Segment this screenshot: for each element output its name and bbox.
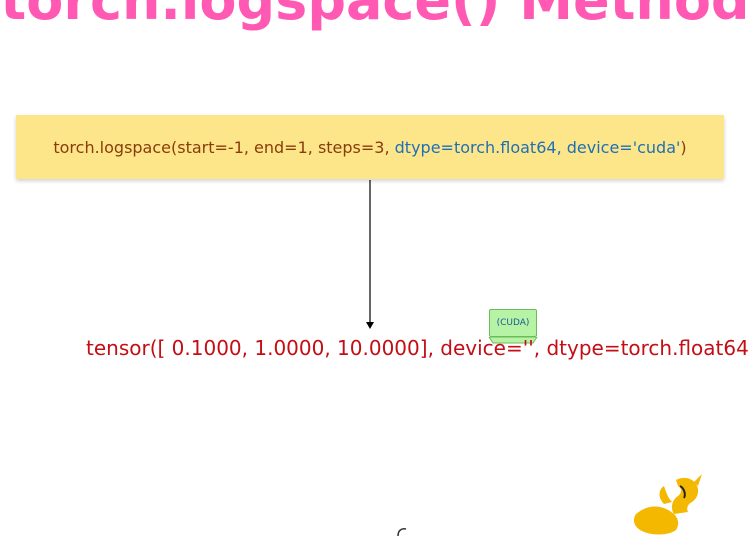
code-prefix: torch.logspace(start=-1, end=1, steps=3, bbox=[53, 137, 395, 157]
cuda-annotation: (CUDA) bbox=[489, 309, 537, 337]
mascot-body bbox=[633, 506, 679, 535]
annotation-tail bbox=[488, 337, 538, 344]
page-title: torch.logspace() Method bbox=[0, 0, 750, 32]
code-suffix: ) bbox=[680, 137, 687, 157]
code-highlight: dtype=torch.float64, device='cuda' bbox=[394, 137, 681, 157]
output-tensor: tensor([ 0.1000, 1.0000, 10.0000], devic… bbox=[86, 336, 750, 360]
mascot-icon bbox=[633, 474, 702, 535]
code-box: torch.logspace(start=-1, end=1, steps=3,… bbox=[16, 115, 724, 179]
bottom-mark-icon bbox=[397, 528, 407, 536]
code-line: torch.logspace(start=-1, end=1, steps=3,… bbox=[53, 138, 686, 157]
mascot-arm bbox=[659, 486, 672, 504]
bottom-mark-stroke bbox=[397, 528, 407, 536]
arrow-head bbox=[366, 322, 374, 329]
mascot-face bbox=[679, 485, 686, 499]
mascot-ear bbox=[694, 474, 702, 486]
annotation-tail-shape bbox=[488, 337, 538, 344]
